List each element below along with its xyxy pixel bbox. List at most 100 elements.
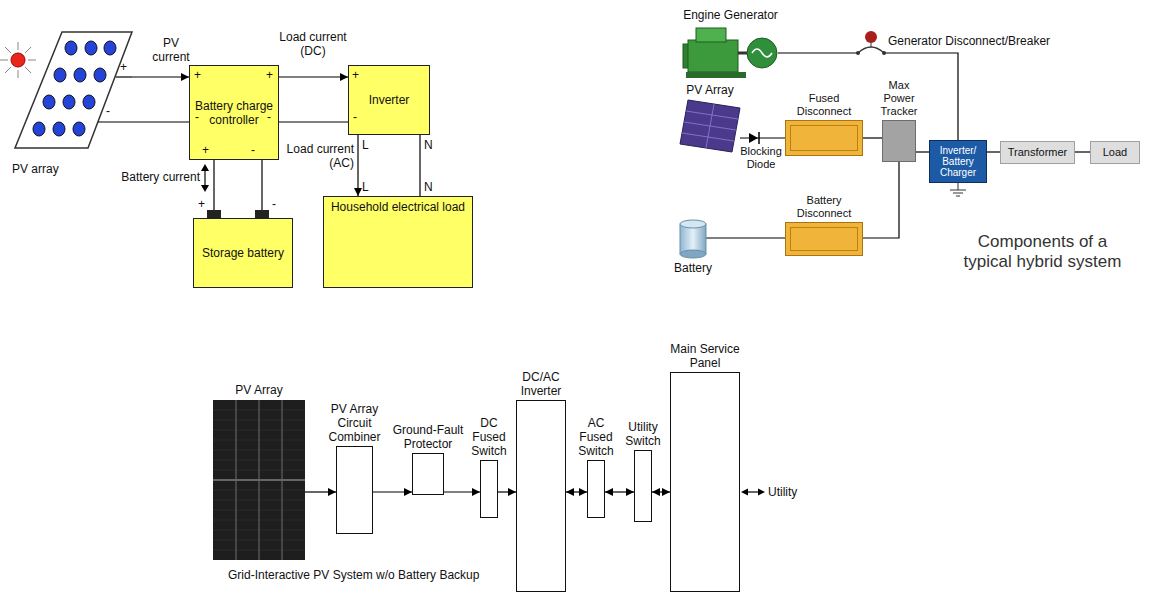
fused-switch-box: AC Fused Switch [587, 460, 605, 518]
node-label: Battery charge controller [193, 99, 275, 127]
current-direction-arrow [204, 169, 205, 187]
terminal-name: L [362, 180, 369, 194]
label-holder: Load current (DC) [276, 30, 350, 58]
connector [652, 491, 670, 492]
diode-symbol [749, 133, 758, 143]
node-label: Inverter/ Battery Charger [933, 145, 983, 178]
label-holder: Utility Switch [619, 420, 667, 448]
connector [916, 151, 929, 152]
label-holder: DC Fused Switch [467, 416, 511, 458]
node-label: Ground-Fault Protector [388, 423, 468, 451]
label-holder: Engine Generator [671, 8, 791, 22]
connector [279, 76, 348, 77]
component-label: Generator Disconnect/Breaker [888, 34, 1050, 48]
label-holder: Generator Disconnect/Breaker [888, 34, 1050, 48]
fused-switch-box: DC Fused Switch [480, 460, 498, 518]
label-holder: Grid-Interactive PV System w/o Battery B… [228, 568, 479, 582]
polarity-sign: + [198, 197, 205, 211]
service-panel-box: Main Service Panel [670, 372, 740, 592]
pv-array-drawing [680, 100, 740, 152]
connector [444, 491, 480, 492]
sun-icon [18, 42, 19, 50]
diode-symbol [749, 132, 759, 144]
engine-generator-drawing [752, 49, 772, 57]
label-holder: + [266, 68, 273, 82]
polarity-sign: + [194, 68, 201, 82]
label-holder: - [106, 104, 110, 118]
node-label: Storage battery [202, 246, 284, 260]
breaker-symbol [856, 51, 860, 55]
label-holder: + [194, 68, 201, 82]
inverter-box: Inverter [348, 65, 430, 135]
node-label: Transformer [1008, 146, 1068, 159]
label-holder: + [120, 60, 127, 74]
diode-symbol [758, 132, 760, 144]
breaker-symbol [856, 31, 886, 58]
wire [261, 160, 262, 210]
pv-panel-drawing [63, 95, 75, 109]
ground-symbol [956, 196, 960, 197]
connector-label: Battery current [100, 170, 200, 184]
label-holder: Main Service Panel [660, 342, 750, 370]
terminal-name: N [424, 138, 433, 152]
label-holder: - [195, 110, 199, 124]
pv-panel-drawing [74, 68, 86, 82]
polarity-sign: + [120, 60, 127, 74]
label-holder: Utility [768, 485, 797, 499]
label-holder: L [362, 138, 369, 152]
node-label: Engine Generator [671, 8, 791, 22]
node-label: Battery [674, 261, 712, 275]
pv-array-drawing [706, 104, 714, 148]
solar-panel-drawing [213, 400, 305, 560]
label-holder: Battery Disconnect [789, 194, 859, 220]
utility-arrow [758, 489, 765, 496]
label-holder: - [353, 110, 357, 124]
solar-panel-drawing [213, 479, 305, 481]
battery-cylinder [680, 220, 706, 258]
label-holder: DC/AC Inverter [511, 370, 571, 398]
battery-terminal [255, 210, 269, 218]
load-box: Household electrical load [323, 196, 473, 288]
label-holder: Load current (AC) [276, 142, 354, 170]
breaker-symbol [882, 51, 886, 55]
connector [132, 76, 189, 77]
sun-icon [0, 60, 8, 61]
ground-symbol [950, 190, 966, 191]
label-holder: Fused Disconnect [789, 92, 859, 118]
current-direction-arrow [201, 185, 209, 192]
label-holder: Ground-Fault Protector [388, 423, 468, 451]
label-holder: + [198, 197, 205, 211]
label-holder: N [424, 138, 433, 152]
node-label: Inverter [369, 93, 410, 107]
pv-panel-drawing [43, 95, 55, 109]
pv-panel-drawing [94, 68, 106, 82]
connector [987, 151, 1000, 152]
label-holder: - [251, 143, 255, 157]
polarity-sign: + [202, 143, 209, 157]
pv-panel-drawing [104, 41, 116, 55]
label-holder: Max Power Tracker [876, 79, 922, 118]
wire [116, 76, 132, 77]
battery-cylinder [680, 220, 706, 228]
label-holder: - [267, 110, 271, 124]
pv-array: PV Array [680, 100, 740, 152]
sun-icon [5, 67, 11, 73]
pv-panel-drawing [85, 41, 97, 55]
inverter-charger-box: Inverter/ Battery Charger [929, 140, 987, 183]
label-holder: - [272, 197, 276, 211]
component-label: Blocking Diode [738, 145, 784, 171]
sun-icon [25, 67, 31, 73]
grid-label: Utility [768, 485, 797, 499]
figure-caption: Components of a typical hybrid system [955, 232, 1130, 272]
connector [1075, 151, 1090, 152]
node-label: DC/AC Inverter [511, 370, 571, 398]
connector [566, 491, 587, 492]
utility-arrow [741, 489, 765, 496]
connector [605, 491, 634, 492]
sun-icon [28, 60, 36, 61]
utility-arrow [741, 489, 748, 496]
generator: Engine Generator [683, 25, 778, 81]
pv-panel-drawing [15, 32, 132, 148]
pv-panel-drawing [33, 122, 45, 136]
